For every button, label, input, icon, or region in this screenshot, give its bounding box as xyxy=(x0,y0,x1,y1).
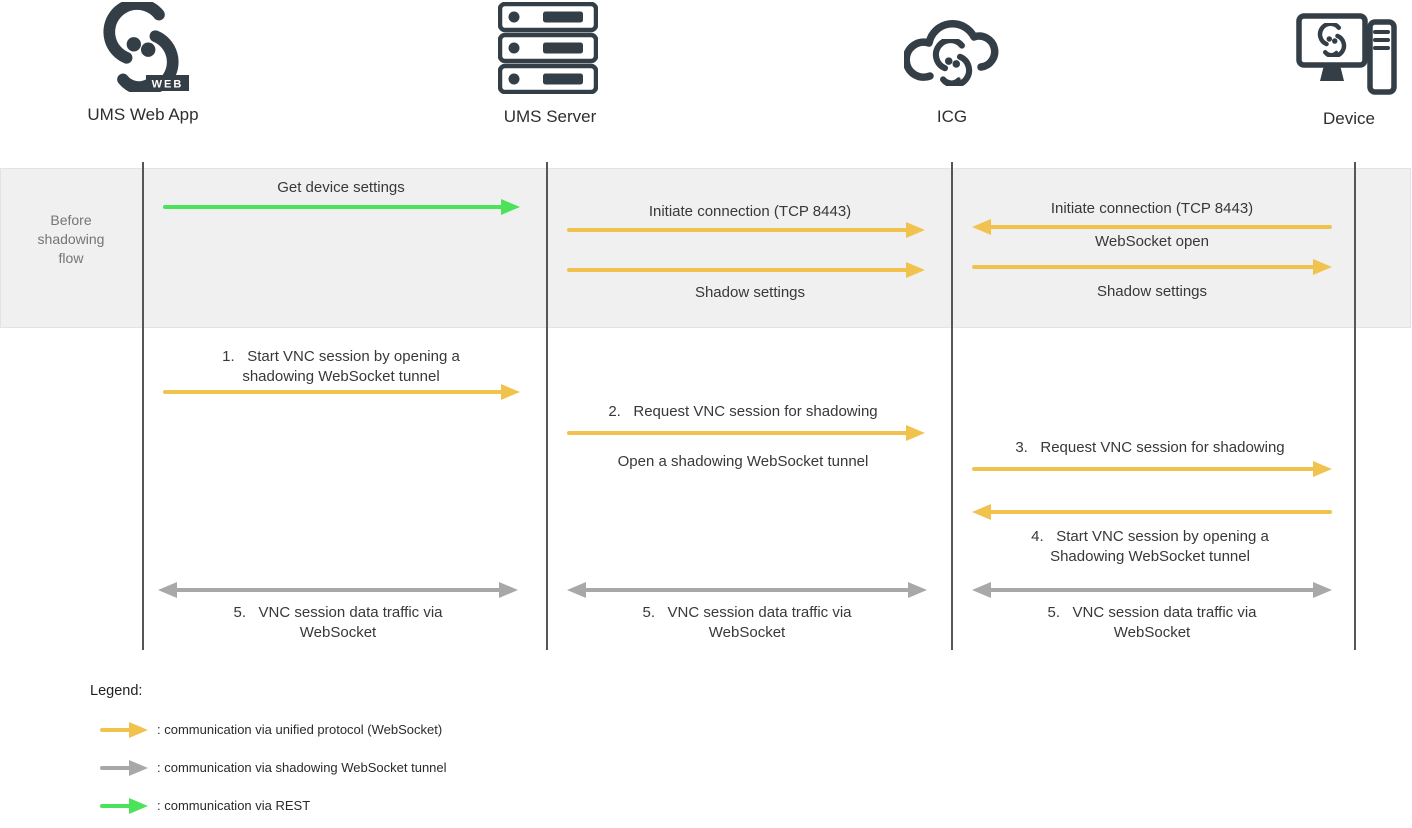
igel-cloud-icon xyxy=(904,20,999,96)
msg-step5-line2: WebSocket xyxy=(1113,624,1191,641)
legend-item-rest: : communication via REST xyxy=(157,798,311,813)
legend-item-websocket: : communication via unified protocol (We… xyxy=(157,722,443,737)
msg-step5-line1: 5. VNC session data traffic via xyxy=(233,604,443,621)
msg-step5-line1: 5. VNC session data traffic via xyxy=(1047,604,1257,621)
msg-step2: 2. Request VNC session for shadowing xyxy=(608,403,878,420)
msg-step4: 4. Start VNC session by opening a Shadow… xyxy=(1031,527,1269,567)
actor-label-icg: ICG xyxy=(936,107,968,126)
msg-step3: 3. Request VNC session for shadowing xyxy=(1015,439,1285,456)
msg-step5-icg-device: 5. VNC session data traffic via WebSocke… xyxy=(1048,603,1257,643)
msg-step4-line2: Shadowing WebSocket tunnel xyxy=(1050,548,1250,565)
igel-device-icon xyxy=(1296,13,1397,95)
lifeline-ums-server xyxy=(546,162,548,650)
legend-item-tunnel: : communication via shadowing WebSocket … xyxy=(157,760,447,775)
msg-initiate-connection-device-icg: Initiate connection (TCP 8443) xyxy=(1050,200,1254,217)
msg-step5-line1: 5. VNC session data traffic via xyxy=(642,604,852,621)
lifeline-device xyxy=(1354,162,1356,650)
actor-label-ums-server: UMS Server xyxy=(503,107,597,126)
msg-step5-line2: WebSocket xyxy=(299,624,377,641)
before-shadowing-band-label: Before shadowing flow xyxy=(37,212,105,266)
legend-heading: Legend: xyxy=(90,683,143,699)
lifeline-ums-web-app xyxy=(142,162,144,650)
msg-step1-line1: 1. Start VNC session by opening a xyxy=(222,348,460,365)
msg-shadow-settings-icg-device: Shadow settings xyxy=(1096,283,1208,300)
msg-step1: 1. Start VNC session by opening a shadow… xyxy=(222,347,460,387)
msg-websocket-open: WebSocket open xyxy=(1095,233,1209,250)
before-shadowing-band xyxy=(0,168,1411,328)
msg-open-shadowing-tunnel: Open a shadowing WebSocket tunnel xyxy=(617,453,869,470)
lifeline-icg xyxy=(951,162,953,650)
msg-step5-server-icg: 5. VNC session data traffic via WebSocke… xyxy=(643,603,852,643)
msg-step5-webapp-server: 5. VNC session data traffic via WebSocke… xyxy=(234,603,443,643)
msg-get-device-settings: Get device settings xyxy=(277,179,405,196)
actor-label-ums-web-app: UMS Web App xyxy=(87,105,199,124)
server-stack-icon xyxy=(498,2,598,94)
msg-step5-line2: WebSocket xyxy=(708,624,786,641)
web-badge-label: WEB xyxy=(152,79,184,91)
actor-label-device: Device xyxy=(1323,109,1375,128)
igel-link-web-icon: WEB xyxy=(96,2,189,100)
msg-step4-line1: 4. Start VNC session by opening a xyxy=(1031,528,1269,545)
msg-initiate-connection-ums-icg: Initiate connection (TCP 8443) xyxy=(648,203,852,220)
msg-step1-line2: shadowing WebSocket tunnel xyxy=(242,368,440,385)
msg-shadow-settings-ums-icg: Shadow settings xyxy=(694,284,806,301)
